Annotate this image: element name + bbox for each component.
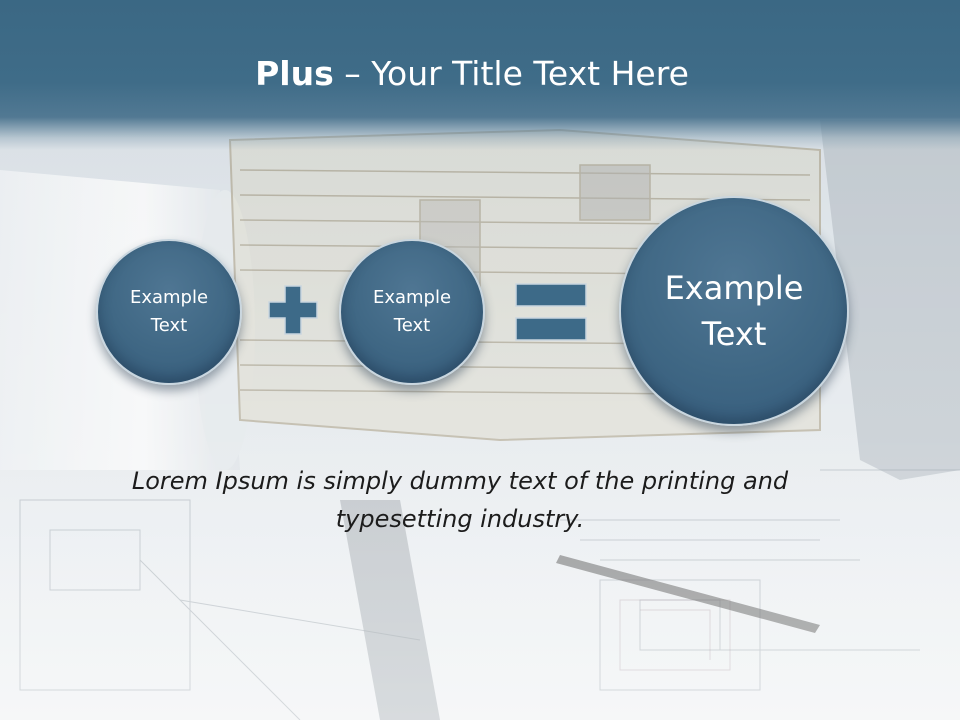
example-circle-1[interactable]: Example Text [96,239,242,385]
title-bold-word: Plus [255,54,334,93]
body-text: Lorem Ipsum is simply dummy text of the … [131,467,789,533]
circle-result-text: Example Text [664,269,804,353]
title-band [0,0,960,150]
title-rest: – Your Title Text Here [333,54,689,93]
plus-icon [268,285,318,335]
example-circle-2[interactable]: Example Text [339,239,485,385]
slide-title: Plus – Your Title Text Here [0,52,944,96]
circle-2-text: Example Text [372,287,452,336]
example-circle-result[interactable]: Example Text [619,196,849,426]
equals-icon [515,283,587,341]
circle-1-text: Example Text [129,287,209,336]
